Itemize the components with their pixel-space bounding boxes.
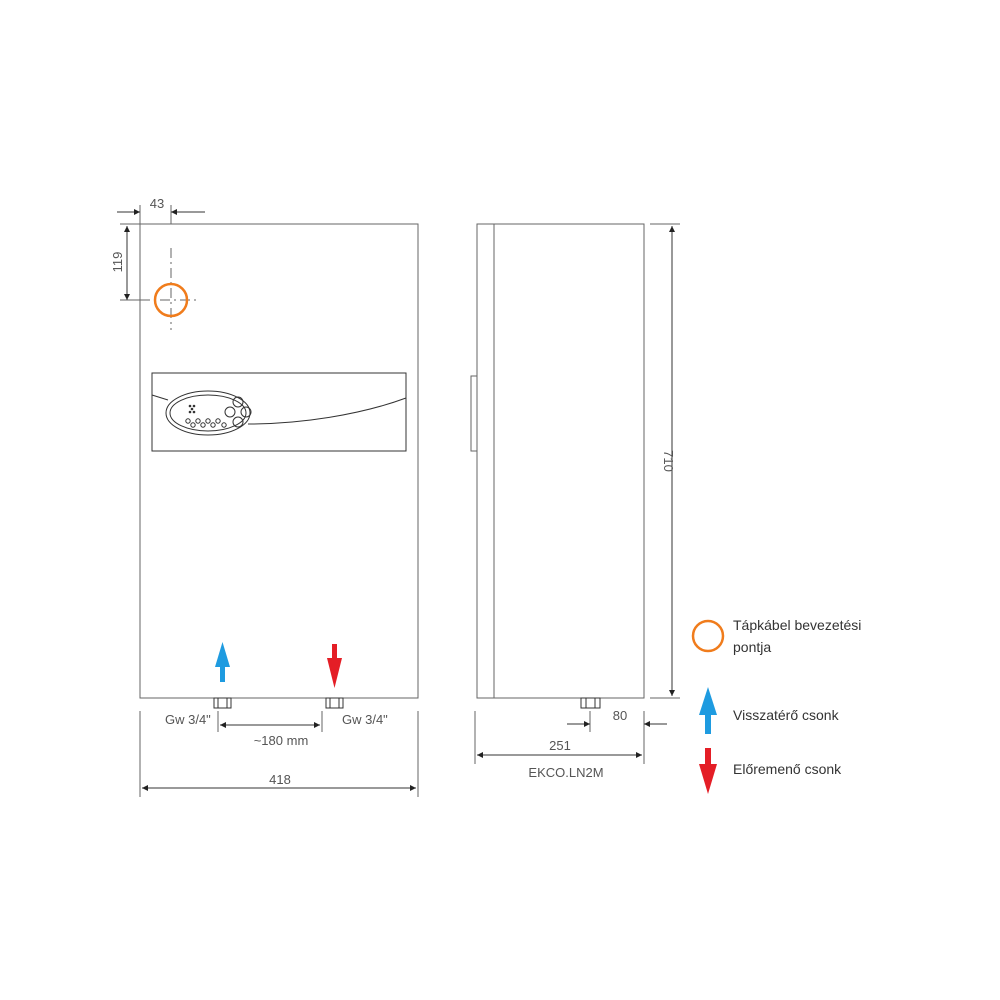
cable-entry-marker bbox=[120, 248, 200, 330]
front-view: 43 119 Gw 3/4" Gw 3/4" ~180 mm 418 bbox=[110, 196, 419, 797]
legend-flow-arrow-icon bbox=[699, 748, 717, 794]
cable-entry-circle bbox=[153, 282, 189, 318]
dim-height: 710 bbox=[661, 450, 676, 472]
legend-flow: Előremenő csonk bbox=[733, 761, 842, 777]
dim-connection-spacing: ~180 mm bbox=[254, 733, 309, 748]
side-housing bbox=[476, 223, 645, 699]
return-arrow-icon bbox=[215, 642, 230, 682]
cable-entry-legend-icon bbox=[691, 619, 725, 653]
front-housing bbox=[139, 223, 419, 699]
legend-return-arrow-icon bbox=[699, 687, 717, 734]
control-panel bbox=[151, 372, 407, 452]
dim-connection-offset: 80 bbox=[613, 708, 627, 723]
flow-arrow-icon bbox=[327, 644, 342, 688]
dim-offset-x: 43 bbox=[150, 196, 164, 211]
legend-cable-entry-2: pontja bbox=[733, 639, 771, 655]
dim-width: 418 bbox=[269, 772, 291, 787]
legend-return: Visszatérő csonk bbox=[733, 707, 840, 723]
legend-cable-entry-1: Tápkábel bevezetési bbox=[733, 617, 861, 633]
model-label: EKCO.LN2M bbox=[528, 765, 603, 780]
connection-fittings bbox=[213, 697, 344, 709]
dim-offset-y: 119 bbox=[110, 252, 125, 273]
thread-right: Gw 3/4" bbox=[342, 712, 388, 727]
legend: Tápkábel bevezetési pontja Visszatérő cs… bbox=[691, 617, 861, 794]
side-view: 710 80 251 EKCO.LN2M bbox=[470, 223, 680, 780]
dim-depth: 251 bbox=[549, 738, 571, 753]
thread-left: Gw 3/4" bbox=[165, 712, 211, 727]
side-fitting bbox=[580, 697, 601, 709]
